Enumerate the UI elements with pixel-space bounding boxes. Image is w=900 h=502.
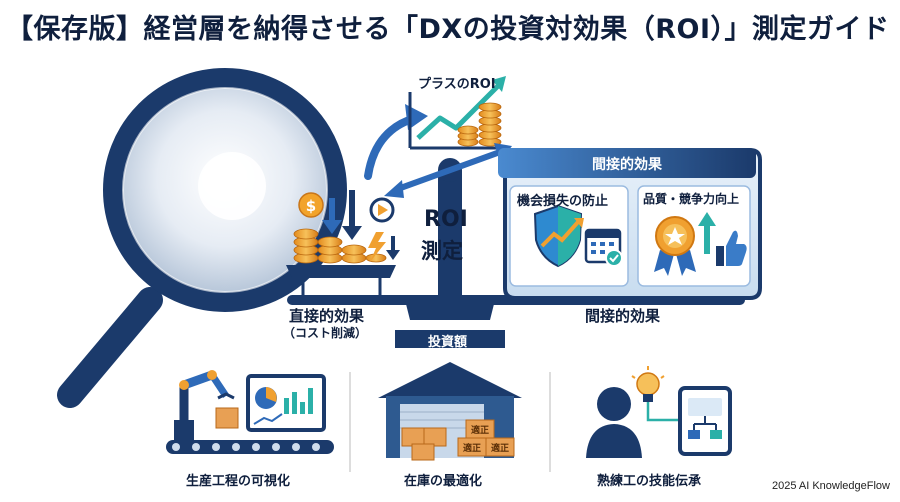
conveyor-belt-icon <box>166 440 334 454</box>
cardboard-box-icon <box>401 419 515 461</box>
roi-chart-icon <box>408 76 506 150</box>
indirect-panel-header: 間接的効果 <box>592 157 662 173</box>
page-title: 【保存版】経営層を納得させる「DXの投資対効果（ROI）」測定ガイド <box>6 14 890 45</box>
magnifying-glass-icon <box>57 68 347 408</box>
dollar-coin-icon <box>298 192 324 218</box>
example-label-production: 生産工程の可視化 <box>186 474 291 489</box>
example-label-skills: 熟練工の技能伝承 <box>597 474 702 489</box>
box-label: 適正 <box>471 424 489 436</box>
medal-icon <box>654 216 696 276</box>
box-label: 適正 <box>463 442 481 454</box>
calendar-check-icon <box>584 228 623 267</box>
direct-effect-sublabel: （コスト削減） <box>283 326 368 340</box>
growth-arrowhead-icon <box>405 104 428 130</box>
down-arrow-icon <box>322 190 362 240</box>
lightning-icon <box>368 232 386 262</box>
robot-arm-icon <box>174 370 239 440</box>
small-down-arrow-icon <box>386 236 400 260</box>
cycle-icon <box>369 197 395 223</box>
up-arrow-icon <box>698 212 716 254</box>
knowledge-link-icon <box>646 402 680 422</box>
box-label: 適正 <box>491 442 509 454</box>
copyright: 2025 AI KnowledgeFlow <box>771 480 890 492</box>
tablet-diagram-icon <box>678 386 732 456</box>
worker-silhouette-icon <box>586 387 642 458</box>
thumbs-up-icon <box>716 230 747 266</box>
indirect-card-quality: 品質・競争力向上 <box>643 192 740 206</box>
dollar-symbol: $ <box>306 197 316 215</box>
lightbulb-icon <box>631 366 665 402</box>
roi-label: ROI <box>424 207 468 232</box>
example-label-inventory: 在庫の最適化 <box>404 474 483 489</box>
roi-chart-label: プラスのROI <box>418 77 496 92</box>
measure-label: 測定 <box>421 239 463 263</box>
indirect-effect-label: 間接的効果 <box>585 307 661 325</box>
investment-label: 投資額 <box>428 335 468 350</box>
indirect-card-opportunity: 機会損失の防止 <box>517 194 609 209</box>
coin-stack-icon <box>293 228 387 264</box>
direct-effect-label: 直接的効果 <box>289 307 365 325</box>
shield-icon <box>533 204 584 268</box>
dashboard-monitor-icon <box>246 374 326 432</box>
